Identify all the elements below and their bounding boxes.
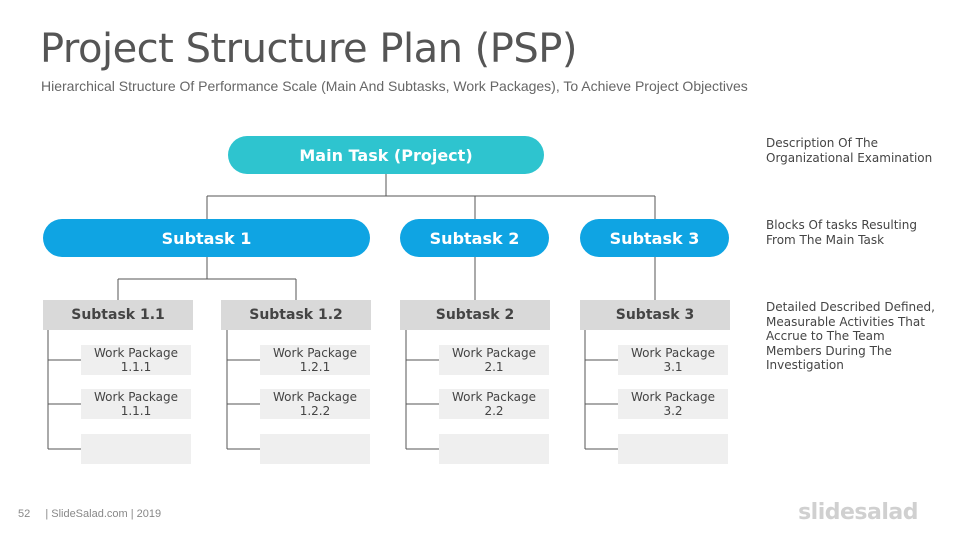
work-package-empty bbox=[260, 434, 370, 464]
work-package-empty bbox=[81, 434, 191, 464]
slidesalad-logo: slidesalad bbox=[798, 500, 918, 525]
work-package-number: 1.2.2 bbox=[299, 404, 331, 418]
page-subtitle: Hierarchical Structure Of Performance Sc… bbox=[41, 78, 748, 94]
page-title: Project Structure Plan (PSP) bbox=[40, 26, 578, 72]
work-package: Work Package 1.2.1 bbox=[260, 345, 370, 375]
work-package: Work Package 3.2 bbox=[618, 389, 728, 419]
description-work-packages: Detailed Described Defined, Measurable A… bbox=[766, 300, 935, 372]
work-package-label: Work Package bbox=[273, 346, 357, 360]
work-package: Work Package 2.2 bbox=[439, 389, 549, 419]
subtask-2-node: Subtask 2 bbox=[400, 219, 549, 257]
description-main-task: Description Of The Organizational Examin… bbox=[766, 136, 933, 165]
work-package-empty bbox=[618, 434, 728, 464]
subtask-3-node: Subtask 3 bbox=[580, 219, 729, 257]
work-package-number: 2.2 bbox=[484, 404, 504, 418]
work-package-label: Work Package bbox=[452, 346, 536, 360]
work-package: Work Package 1.1.1 bbox=[81, 389, 191, 419]
footer: 52 | SlideSalad.com | 2019 bbox=[18, 508, 161, 520]
subtask-3-detail-node: Subtask 3 bbox=[580, 300, 730, 330]
work-package-label: Work Package bbox=[631, 390, 715, 404]
work-package-number: 3.2 bbox=[663, 404, 683, 418]
work-package-number: 2.1 bbox=[484, 360, 504, 374]
subtask-1-2-node: Subtask 1.2 bbox=[221, 300, 371, 330]
work-package-number: 1.2.1 bbox=[299, 360, 331, 374]
work-package-label: Work Package bbox=[452, 390, 536, 404]
work-package: Work Package 1.2.2 bbox=[260, 389, 370, 419]
description-subtasks: Blocks Of tasks Resulting From The Main … bbox=[766, 218, 917, 247]
work-package-label: Work Package bbox=[94, 390, 178, 404]
footer-source: | SlideSalad.com | 2019 bbox=[45, 508, 162, 520]
work-package-label: Work Package bbox=[94, 346, 178, 360]
subtask-2-detail-node: Subtask 2 bbox=[400, 300, 550, 330]
work-package-label: Work Package bbox=[273, 390, 357, 404]
work-package: Work Package 3.1 bbox=[618, 345, 728, 375]
work-package-number: 1.1.1 bbox=[120, 360, 152, 374]
work-package: Work Package 2.1 bbox=[439, 345, 549, 375]
work-package-empty bbox=[439, 434, 549, 464]
main-task-node: Main Task (Project) bbox=[228, 136, 544, 174]
subtask-1-node: Subtask 1 bbox=[43, 219, 370, 257]
work-package-number: 1.1.1 bbox=[120, 404, 152, 418]
work-package-label: Work Package bbox=[631, 346, 715, 360]
page-number: 52 bbox=[18, 508, 31, 520]
work-package-number: 3.1 bbox=[663, 360, 683, 374]
subtask-1-1-node: Subtask 1.1 bbox=[43, 300, 193, 330]
work-package: Work Package 1.1.1 bbox=[81, 345, 191, 375]
